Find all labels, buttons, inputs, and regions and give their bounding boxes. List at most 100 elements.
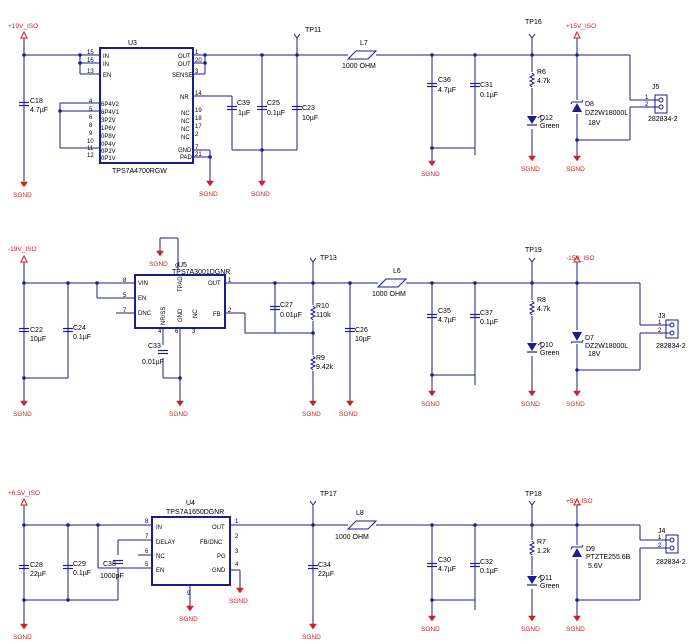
u5-ic-body	[134, 274, 226, 329]
c26-value: 10µF	[355, 336, 371, 343]
d10-ref: D10	[540, 342, 553, 349]
svg-text:20: 20	[195, 58, 202, 64]
u3-ref: U3	[128, 40, 137, 47]
svg-text:PG: PG	[217, 554, 226, 560]
gnd-symbol	[346, 394, 354, 407]
d12-led	[527, 116, 537, 124]
svg-text:0P1V: 0P1V	[101, 156, 116, 162]
svg-text:1: 1	[235, 519, 239, 525]
gnd-symbol	[309, 394, 317, 407]
j5-part: 282834-2	[648, 116, 678, 123]
gnd-symbol	[176, 394, 184, 407]
svg-text:DELAY: DELAY	[156, 540, 175, 546]
svg-text:NC: NC	[181, 119, 190, 125]
svg-text:SGND: SGND	[169, 411, 188, 418]
svg-text:3: 3	[195, 69, 199, 75]
r6-value: 4.7k	[537, 78, 551, 85]
c28-ref: C28	[30, 562, 43, 569]
l6-value: 1000 OHM	[372, 291, 406, 298]
l8-ref: L8	[356, 510, 364, 517]
svg-text:SENSE: SENSE	[172, 73, 192, 79]
c22-value: 10µF	[30, 336, 46, 343]
svg-text:PAD: PAD	[180, 155, 193, 161]
svg-text:11: 11	[87, 146, 94, 152]
svg-text:SGND: SGND	[149, 261, 168, 268]
svg-text:6P4V2: 6P4V2	[101, 102, 120, 108]
rail-15v-label: +15V_ISO	[566, 23, 596, 30]
svg-text:1: 1	[195, 50, 199, 56]
tp17-label: TP17	[320, 491, 337, 498]
svg-text:GND: GND	[178, 308, 184, 322]
r6-ref: R6	[537, 69, 546, 76]
svg-text:18: 18	[195, 116, 202, 122]
svg-text:8: 8	[145, 519, 149, 525]
svg-text:NR/SS: NR/SS	[161, 307, 167, 325]
svg-text:NC: NC	[156, 554, 165, 560]
svg-text:19: 19	[195, 108, 202, 114]
tp16-label: TP16	[525, 19, 542, 26]
c38-value: 1000pF	[100, 573, 124, 580]
d8-ref: D8	[585, 101, 594, 108]
tp13-label: TP13	[320, 255, 337, 262]
c37-ref: C37	[480, 310, 493, 317]
svg-text:7: 7	[145, 534, 149, 540]
svg-text:NR: NR	[180, 95, 189, 101]
c32-ref: C32	[480, 559, 493, 566]
rail-15v-symbol	[573, 31, 581, 39]
svg-text:SGND: SGND	[421, 171, 440, 178]
svg-text:SGND: SGND	[179, 616, 198, 623]
d9-ref: D9	[586, 546, 595, 553]
svg-text:16: 16	[87, 58, 94, 64]
svg-text:EN: EN	[103, 73, 111, 79]
l7-ferrite	[346, 50, 378, 60]
section-1-labels: +19V_ISO +15V_ISO U3 TPS7A4700RGW 15 IN …	[8, 19, 678, 175]
rail-neg19v-label: -19V_ISO	[8, 246, 37, 253]
c39-value: 1µF	[238, 110, 250, 117]
svg-text:17: 17	[195, 124, 202, 130]
d9-voltage: 5.6V	[588, 563, 603, 570]
d7-zener	[572, 332, 582, 341]
r10-value: 110k	[316, 312, 331, 319]
gnd-symbol	[573, 149, 581, 162]
d7-ref: D7	[585, 335, 594, 342]
section-3-wires	[23, 505, 655, 618]
c31-ref: C31	[480, 82, 493, 89]
svg-text:2: 2	[645, 102, 649, 108]
svg-text:SGND: SGND	[13, 634, 32, 641]
rail-neg19v-symbol	[20, 255, 28, 263]
gnd-symbol	[20, 394, 28, 407]
svg-text:OUT: OUT	[178, 62, 191, 68]
c30-value: 4.7µF	[438, 566, 456, 573]
gnd-symbol	[428, 154, 436, 167]
svg-text:NC: NC	[181, 111, 190, 117]
svg-text:IN: IN	[156, 525, 162, 531]
svg-text:SGND: SGND	[521, 401, 540, 408]
svg-text:2: 2	[235, 534, 239, 540]
svg-text:TPAD: TPAD	[178, 276, 184, 292]
svg-text:0P8V: 0P8V	[101, 134, 116, 140]
svg-text:6: 6	[145, 549, 149, 555]
gnd-symbol	[428, 384, 436, 397]
c30-ref: C30	[438, 557, 451, 564]
d7-part: DZ2W18000L	[585, 343, 628, 350]
svg-text:SGND: SGND	[566, 166, 585, 173]
svg-text:IN: IN	[103, 62, 109, 68]
tp19-label: TP19	[525, 247, 542, 254]
svg-text:7: 7	[123, 308, 127, 314]
r7-value: 1.2k	[537, 548, 551, 555]
c29-value: 0.1µF	[73, 570, 91, 577]
c35-ref: C35	[438, 308, 451, 315]
c38-ref: C38	[103, 561, 116, 568]
section-2-labels: -19V_ISO -15V_ISO U5 TPS7A3001DGNR VIN E…	[8, 246, 686, 371]
c37-value: 0.1µF	[480, 319, 498, 326]
gnd-symbol	[258, 174, 266, 187]
resistors	[309, 72, 536, 556]
j4-ref: J4	[658, 528, 666, 535]
c23-ref: C23	[302, 105, 315, 112]
j3-part: 282834-2	[656, 343, 686, 350]
rail-19v-label: +19V_ISO	[8, 23, 38, 30]
svg-text:OUT: OUT	[178, 54, 191, 60]
svg-text:1: 1	[228, 278, 232, 284]
